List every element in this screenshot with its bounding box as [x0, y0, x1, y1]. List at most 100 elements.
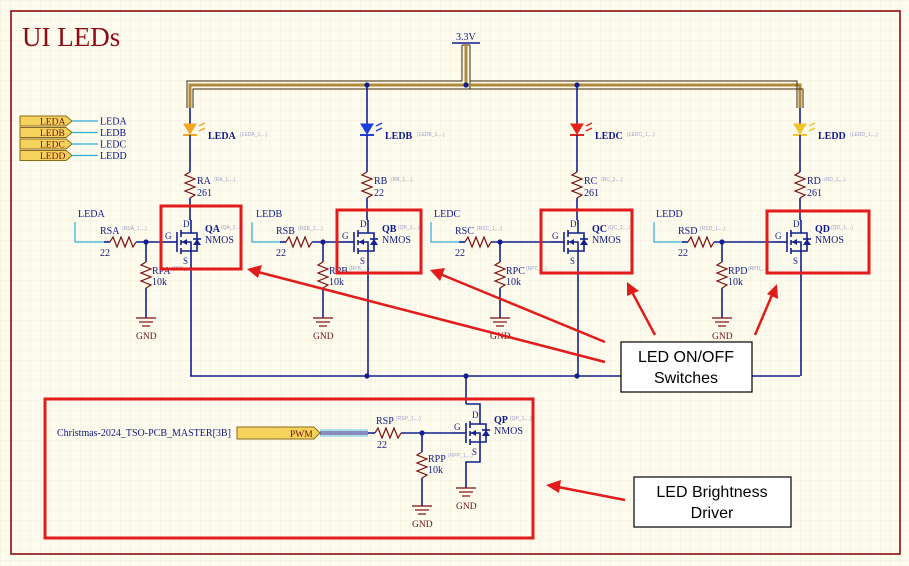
- qp-fet-pin-g: G: [454, 422, 461, 432]
- ch-qc-led-tag: (LEDC_1,...): [627, 132, 655, 138]
- ch-qd-led: LEDD (LEDD_1,...): [793, 108, 878, 172]
- port-ledc-text: LEDC: [40, 141, 65, 151]
- ch-qb-gate-network: LEDB RSB(RSB_1,...) 22: [251, 209, 340, 259]
- ch-qb-fet-label: QB: [382, 224, 397, 235]
- ch-qc-gr-tag: (RSC_1,...): [477, 226, 502, 232]
- ch-qa-fet-label: QA: [205, 224, 221, 235]
- ch-qd-led-body: [793, 123, 807, 135]
- ch-qb-gr-value: 22: [276, 248, 286, 259]
- supply-rail: 3.3V: [186, 32, 804, 108]
- ch-qd-gr-tag: (RSD_1,...): [700, 226, 725, 232]
- ch-qc-rs-label: RC: [584, 176, 598, 187]
- ch-qc-gr-value: 22: [455, 248, 465, 259]
- ch-qb-ground: GND: [313, 317, 334, 342]
- ch-qd: LEDD(LEDD_1,...)RD(RD_1,...)261LEDDRSD(R…: [653, 108, 878, 376]
- ch-qa-gr-value: 22: [100, 248, 110, 259]
- ch-qc-ground-label: GND: [490, 332, 511, 342]
- ch-qa-led-tag: (LEDA_1,...): [240, 132, 268, 138]
- ch-qb-led: LEDB(LEDB_1,...): [360, 108, 445, 172]
- ch-qd-gr-value: 22: [678, 248, 688, 259]
- driver-callout: LED Brightness Driver: [633, 476, 792, 528]
- ch-qb-fet-pin-s: S: [360, 256, 365, 266]
- rsp-value: 22: [377, 440, 387, 451]
- supply-label: 3.3V: [456, 32, 477, 43]
- ch-qd-fet-type: NMOS: [815, 235, 844, 246]
- port-ledd-text: LEDD: [40, 152, 65, 162]
- sheet-frame: [10, 10, 901, 555]
- ch-qa-gate-network: LEDA RSA(RSA_1,...) 22: [74, 209, 163, 259]
- ch-qa-fet-tag: (QA_1,...): [221, 225, 243, 231]
- net-label-leda: LEDA: [100, 117, 127, 128]
- sheet-ref-label: Christmas-2024_TSO-PCB_MASTER[3B]: [57, 428, 231, 439]
- ch-qb-gr-tag: (RSB_1,...): [298, 226, 323, 232]
- ch-qd-fet-tag: (QD_1,...): [831, 225, 853, 231]
- ch-qb-pd-tag: (RPB_...): [349, 266, 370, 272]
- sheet-title: UI LEDs: [22, 22, 120, 52]
- ch-qa-pd-value: 10k: [152, 277, 167, 288]
- ch-qb-led-tag: (LEDB_1,...): [417, 132, 445, 138]
- ch-qa-ground: GND: [136, 317, 157, 342]
- rpp-value: 10k: [428, 465, 443, 476]
- net-label-ledd: LEDD: [100, 151, 127, 162]
- ch-qb-gate-net: LEDB: [256, 209, 282, 220]
- ch-qc-led: LEDC (LEDC_1,...): [570, 108, 655, 172]
- qp-ground-label: GND: [456, 502, 477, 512]
- ch-qa-gr-tag: (RSA_1,...): [122, 226, 147, 232]
- ch-qb-rs-value: 22: [374, 188, 384, 199]
- port-ledb[interactable]: [19, 127, 73, 138]
- ch-qc-gr-label: RSC: [455, 226, 474, 237]
- port-leda[interactable]: [19, 115, 73, 127]
- ch-qc-fet-pin-s: S: [570, 256, 575, 266]
- ch-qa-fet-pin-d: D: [183, 219, 190, 229]
- ch-qa-series-resistor: RA(RA_1,...)261: [183, 171, 236, 220]
- ch-qd-fet-pin-s: S: [793, 256, 798, 266]
- ch-qb-gr-label: RSB: [276, 226, 295, 237]
- port-ledc[interactable]: [19, 138, 73, 150]
- ch-qa-rs-label: RA: [197, 176, 212, 187]
- net-label-ledc: LEDC: [100, 140, 126, 151]
- ch-qa: LEDA(LEDA_1,...)RA(RA_1,...)261LEDARSA(R…: [74, 108, 268, 376]
- svg-text:GND: GND: [412, 520, 433, 530]
- svg-text:LED Brightness: LED Brightness: [656, 484, 767, 501]
- ch-qa-pd-label: RPA: [152, 266, 171, 277]
- ch-qc-rs-tag: (RC_1,...): [601, 177, 623, 183]
- pwm-port-label: PWM: [290, 430, 313, 440]
- ch-qd-led-label: LEDD: [818, 131, 846, 142]
- highlight-qd: [765, 209, 871, 275]
- rsp-resistor: [374, 426, 402, 440]
- ch-qb-rs-tag: (RB_1,...): [391, 177, 413, 183]
- highlight-driver: [43, 397, 535, 540]
- port-ledb-text: LEDB: [40, 129, 65, 139]
- ch-qa-gate-net: LEDA: [78, 209, 105, 220]
- ch-qb-pd-value: 10k: [329, 277, 344, 288]
- ch-qd-rs-label: RD: [807, 176, 821, 187]
- ch-qd-fet-pin-d: D: [793, 219, 800, 229]
- qp-fet-pin-s: S: [472, 447, 477, 457]
- ch-qd-pd-tag: (RPD_...): [748, 266, 769, 272]
- ch-qa-gr-label: RSA: [100, 226, 120, 237]
- ch-qc-pd-value: 10k: [506, 277, 521, 288]
- qp-fet-type: NMOS: [494, 426, 523, 437]
- qp-fet-tag: (QP_1,...): [510, 416, 532, 422]
- ch-qc-pd-label: RPC: [506, 266, 525, 277]
- ch-qc-gate-net: LEDC: [434, 209, 460, 220]
- ch-qd-series-resistor: RD(RD_1,...)261: [793, 171, 846, 220]
- port-ledd[interactable]: [19, 150, 73, 161]
- ch-qd-led-tag: (LEDD_1,...): [850, 132, 878, 138]
- pwm-port[interactable]: [236, 426, 321, 440]
- svg-text:(RPP_1,...): (RPP_1,...): [448, 453, 473, 459]
- ch-qc-led-label: LEDC: [595, 131, 623, 142]
- ch-qd-gr-label: RSD: [678, 226, 697, 237]
- brightness-driver: Christmas-2024_TSO-PCB_MASTER[3B] PWM RS…: [57, 403, 532, 530]
- svg-text:LED ON/OFF: LED ON/OFF: [638, 349, 734, 366]
- channels: LEDA(LEDA_1,...)RA(RA_1,...)261LEDARSA(R…: [74, 108, 878, 376]
- rpp-resistor: [415, 451, 429, 479]
- ch-qb-fet-type: NMOS: [382, 235, 411, 246]
